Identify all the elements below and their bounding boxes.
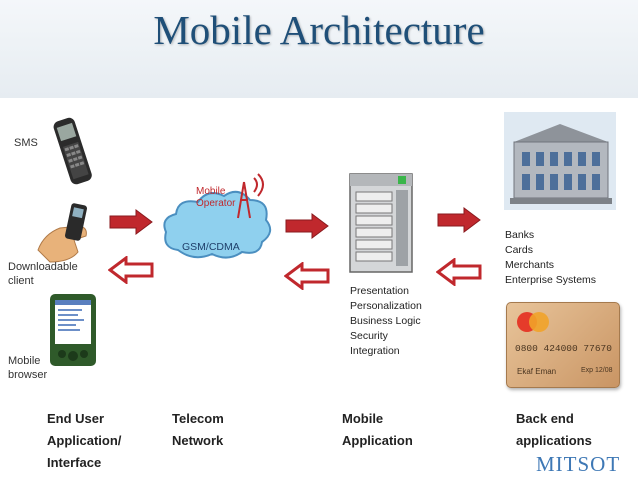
arrow-right-2: [285, 213, 329, 239]
hand-phone-icon: [37, 203, 88, 263]
function-item: Presentation: [350, 285, 409, 297]
arrow-right-1: [109, 209, 153, 235]
card-holder: Ekaf Eman: [517, 367, 557, 376]
backend-items-list: Banks Cards Merchants Enterprise Systems: [505, 228, 596, 288]
brand-logo-text: MITSOT: [536, 452, 621, 476]
backend-item: Cards: [505, 244, 534, 256]
server-icon: [349, 173, 413, 273]
mobile-operator-label: Mobile Operator: [196, 186, 236, 209]
sms-label: SMS: [14, 137, 38, 149]
cloud-label: GSM/CDMA: [182, 241, 240, 253]
function-item: Personalization: [350, 300, 422, 312]
column-label-backend: Back end applications: [516, 411, 592, 448]
mobile-browser-label: Mobile browser: [8, 355, 48, 381]
arrow-right-3: [437, 207, 481, 233]
bank-building-icon: [504, 112, 616, 210]
mobile-app-functions-list: Presentation Personalization Business Lo…: [350, 284, 422, 359]
card-expiry: Exp 12/08: [581, 367, 613, 374]
function-item: Business Logic: [350, 315, 421, 327]
column-label-end-user: End User Application/ Interface: [47, 411, 122, 470]
card-logo-icon: [517, 312, 549, 332]
downloadable-client-label: Downloadable client: [8, 261, 78, 287]
page-title: Mobile Architecture: [153, 7, 485, 53]
column-label-mobile-app: Mobile Application: [342, 411, 413, 448]
arrow-left-2: [284, 262, 330, 290]
column-label-telecom: Telecom Network: [172, 411, 224, 448]
credit-card: 0800 424000 77670 Ekaf Eman Exp 12/08: [506, 302, 620, 388]
function-item: Integration: [350, 345, 400, 357]
backend-item: Banks: [505, 229, 535, 241]
card-number: 0800 424000 77670: [515, 343, 612, 354]
pda-browser-icon: [50, 294, 96, 366]
backend-item: Merchants: [505, 259, 555, 271]
arrow-left-1: [108, 256, 154, 284]
function-item: Security: [350, 330, 388, 342]
backend-item: Enterprise Systems: [505, 274, 597, 286]
arrow-left-3: [436, 258, 482, 286]
header-band: [0, 0, 638, 98]
sms-phone-icon: [53, 117, 92, 185]
gsm-cloud-icon: [163, 173, 272, 259]
